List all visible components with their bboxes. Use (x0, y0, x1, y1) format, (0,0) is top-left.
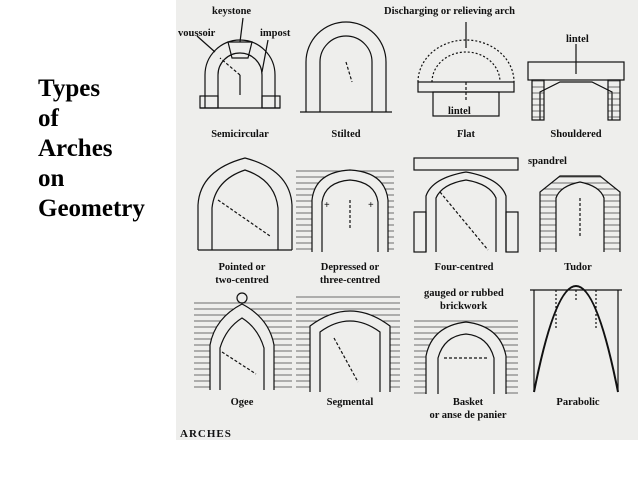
label-impost: impost (260, 28, 291, 39)
arch-name: Tudor (564, 262, 592, 273)
label-discharging-arch: Discharging or relieving arch (384, 6, 515, 17)
title-line: Geometry (38, 195, 145, 222)
title-line: Arches (38, 135, 113, 162)
segmental-arch-drawing (296, 296, 400, 392)
page-title: Types of Arches on Geometry (38, 74, 178, 224)
svg-text:+: + (324, 200, 330, 211)
label-lintel-inner: lintel (448, 106, 471, 117)
stilted-arch-drawing (300, 21, 392, 113)
tudor-arch-drawing (539, 175, 621, 252)
arch-name: Four-centred (435, 262, 494, 273)
label-keystone: keystone (212, 6, 251, 17)
footer-caption: ARCHES (180, 428, 232, 440)
svg-text:+: + (368, 200, 374, 211)
depressed-arch-drawing: + + (296, 169, 394, 252)
arch-name: Segmental (327, 397, 374, 408)
arch-name: Semicircular (211, 129, 269, 140)
arch-name: Flat (457, 129, 476, 140)
arch-name: Stilted (331, 129, 360, 140)
arch-name: Depressed or (321, 262, 380, 273)
title-line: of (38, 105, 59, 132)
arch-name: Shouldered (550, 129, 601, 140)
arch-name-sub: or anse de panier (429, 410, 506, 421)
title-line: on (38, 165, 65, 192)
shouldered-arch-drawing (527, 44, 625, 121)
four-centred-arch-drawing (413, 157, 519, 253)
basket-arch-drawing (414, 318, 518, 394)
label-spandrel: spandrel (528, 156, 567, 167)
ogee-arch-drawing (194, 292, 292, 390)
parabolic-arch-drawing (530, 285, 622, 393)
flat-arch-drawing (417, 22, 515, 117)
label-gauged-brickwork-2: brickwork (440, 301, 487, 312)
label-lintel-top: lintel (566, 34, 589, 45)
arch-name-sub: two-centred (215, 275, 269, 286)
title-line: Types (38, 75, 101, 102)
arch-name-sub: three-centred (320, 275, 380, 286)
arch-name: Ogee (231, 397, 254, 408)
arch-name: Parabolic (556, 397, 599, 408)
semicircular-arch-drawing (196, 17, 281, 109)
label-voussoir: voussoir (178, 28, 216, 39)
pointed-arch-drawing (197, 157, 293, 251)
label-gauged-brickwork-1: gauged or rubbed (424, 288, 504, 299)
arch-name: Pointed or (219, 262, 266, 273)
arch-name: Basket (453, 397, 484, 408)
